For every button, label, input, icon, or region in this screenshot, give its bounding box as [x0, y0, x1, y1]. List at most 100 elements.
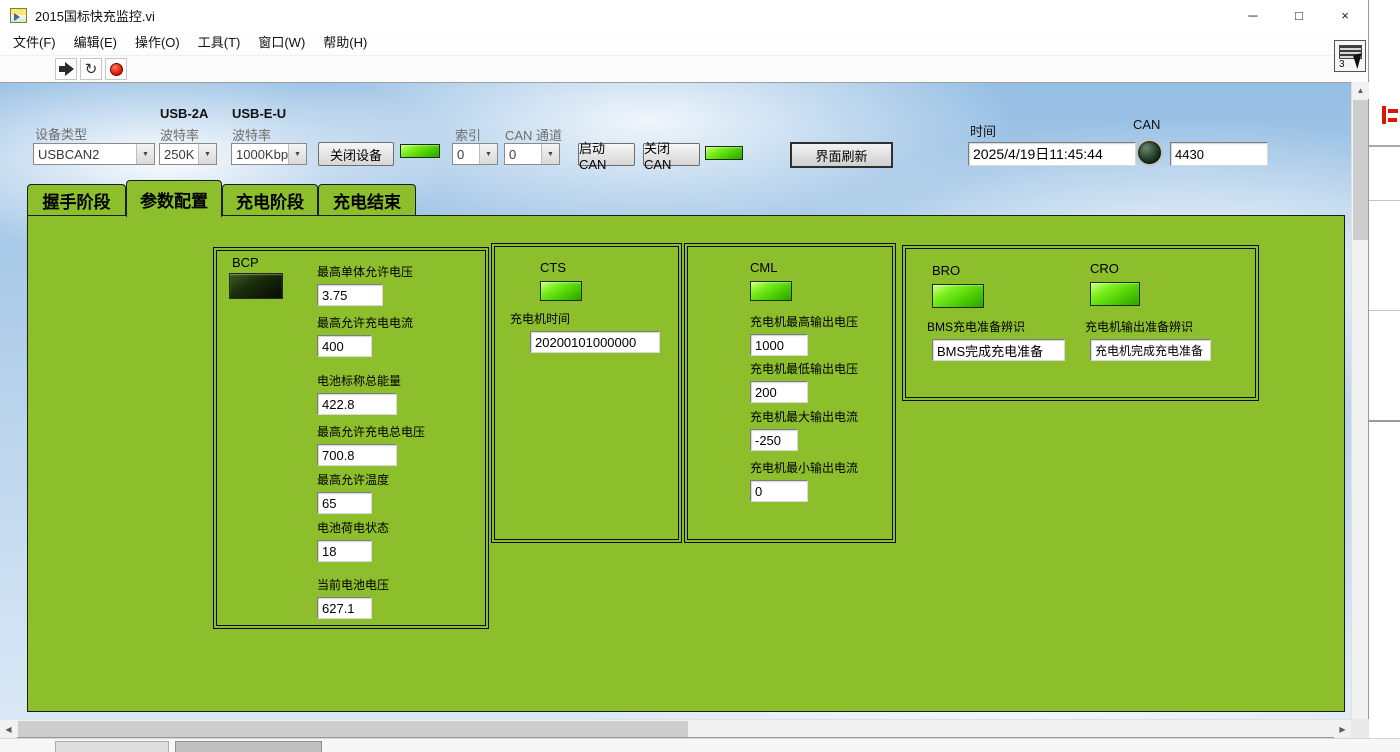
value-field[interactable]: 18: [317, 540, 372, 562]
chevron-down-icon[interactable]: ▼: [198, 144, 216, 164]
cts-group: CTS 充电机时间 20200101000000: [491, 243, 682, 543]
can-channel-label: CAN 通道: [505, 128, 563, 143]
tab-handshake[interactable]: 握手阶段: [27, 184, 126, 216]
run-button[interactable]: [55, 58, 77, 80]
vertical-scroll-thumb[interactable]: [1353, 100, 1368, 240]
device-type-select[interactable]: USBCAN2 ▼: [33, 143, 155, 165]
tab-param-config[interactable]: 参数配置: [126, 180, 222, 217]
device-type-value: USBCAN2: [38, 146, 100, 162]
field-charger-max-output-voltage: 充电机最高输出电压 1000: [750, 313, 858, 356]
window-controls: ─ □ ×: [1230, 0, 1368, 30]
value-field[interactable]: 3.75: [317, 284, 383, 306]
value-field[interactable]: 65: [317, 492, 372, 514]
bg-line: [1369, 310, 1400, 311]
value-field[interactable]: 充电机完成充电准备: [1090, 339, 1211, 361]
field-charger-ready-flag: 充电机输出准备辨识 充电机完成充电准备: [1085, 318, 1211, 361]
menu-help[interactable]: 帮助(H): [323, 35, 368, 50]
tab-content-param-config: BCP 最高单体允许电压 3.75 最高允许充电电流 400 电池标称总能量 4…: [27, 215, 1345, 712]
value-field[interactable]: 20200101000000: [530, 331, 660, 353]
field-charger-min-output-current: 充电机最小输出电流 0: [750, 459, 858, 502]
index-label: 索引: [455, 128, 482, 143]
maximize-button[interactable]: □: [1295, 7, 1303, 23]
usb2a-baud-select[interactable]: 250K ▼: [159, 143, 217, 165]
menu-edit[interactable]: 编辑(E): [73, 35, 117, 50]
field-max-allowed-temperature: 最高允许温度 65: [317, 471, 389, 514]
value-field[interactable]: 422.8: [317, 393, 397, 415]
bg-box: [175, 741, 322, 752]
front-panel: 设备类型 USBCAN2 ▼ USB-2A 波特率 250K ▼ USB-E-U…: [0, 82, 1351, 719]
menu-file[interactable]: 文件(F): [13, 35, 56, 50]
abort-button[interactable]: [105, 58, 127, 80]
value-field[interactable]: 200: [750, 381, 808, 403]
vertical-scrollbar[interactable]: ▲ ▼: [1351, 82, 1369, 737]
window-titlebar: 2015国标快充监控.vi ─ □ ×: [0, 0, 1368, 30]
chevron-down-icon[interactable]: ▼: [288, 144, 306, 164]
value-field[interactable]: 0: [750, 480, 808, 502]
can-label: CAN: [1133, 117, 1161, 132]
value-field[interactable]: 400: [317, 335, 372, 357]
cml-group: CML 充电机最高输出电压 1000 充电机最低输出电压 200 充电机最大输出…: [684, 243, 896, 543]
menu-bar: 文件(F) 编辑(E) 操作(O) 工具(T) 窗口(W) 帮助(H): [0, 30, 1368, 56]
menu-tools[interactable]: 工具(T): [197, 35, 241, 50]
cml-led: [750, 281, 792, 301]
bcp-led: [229, 273, 283, 299]
bcp-title: BCP: [232, 255, 259, 270]
clipped-red-text: [1388, 109, 1398, 113]
chevron-down-icon[interactable]: ▼: [541, 144, 559, 164]
time-field[interactable]: 2025/4/19日11:45:44: [968, 142, 1136, 166]
usbeu-baud-value: 1000Kbp: [236, 146, 288, 162]
cro-led: [1090, 282, 1140, 306]
can-count-field[interactable]: 4430: [1170, 142, 1268, 166]
horizontal-scroll-thumb[interactable]: [18, 721, 688, 737]
chevron-down-icon[interactable]: ▼: [479, 144, 497, 164]
menu-operate[interactable]: 操作(O): [134, 35, 180, 50]
menu-window[interactable]: 窗口(W): [258, 35, 306, 50]
field-battery-soc: 电池荷电状态 18: [317, 519, 389, 562]
field-max-cell-allowed-voltage: 最高单体允许电压 3.75: [317, 263, 413, 306]
scroll-right-icon[interactable]: ▶: [1334, 720, 1351, 738]
close-device-button[interactable]: 关闭设备: [318, 142, 394, 166]
abort-icon: [109, 62, 123, 76]
can-channel-select[interactable]: 0 ▼: [504, 143, 560, 165]
cts-title: CTS: [540, 260, 566, 275]
cro-title: CRO: [1090, 261, 1119, 276]
chevron-down-icon[interactable]: ▼: [136, 144, 154, 164]
bro-cro-group: BRO BMS充电准备辨识 BMS完成充电准备 CRO 充电机输出准备辨识 充电…: [902, 245, 1259, 401]
field-charger-max-output-current: 充电机最大输出电流 -250: [750, 408, 858, 451]
can-channel-value: 0: [509, 146, 517, 162]
value-field[interactable]: 700.8: [317, 444, 397, 466]
usbeu-baud-select[interactable]: 1000Kbp ▼: [231, 143, 307, 165]
time-label: 时间: [970, 124, 997, 139]
device-type-label: 设备类型: [35, 127, 88, 142]
usbeu-baud-label: 波特率: [232, 128, 272, 143]
value-field[interactable]: BMS完成充电准备: [932, 339, 1065, 361]
bg-box: [55, 741, 169, 752]
minimize-button[interactable]: ─: [1248, 7, 1258, 23]
labview-window: 2015国标快充监控.vi ─ □ × 文件(F) 编辑(E) 操作(O) 工具…: [0, 0, 1369, 738]
refresh-ui-button[interactable]: 界面刷新: [790, 142, 893, 168]
run-continuous-button[interactable]: ↻: [80, 58, 102, 80]
usbeu-title: USB-E-U: [232, 106, 287, 121]
tab-charge-end[interactable]: 充电结束: [318, 184, 416, 216]
tab-charging[interactable]: 充电阶段: [222, 184, 318, 216]
scroll-up-icon[interactable]: ▲: [1352, 82, 1369, 99]
vi-connector-icon[interactable]: 3: [1334, 40, 1366, 72]
time-sync-led: [1136, 139, 1163, 166]
run-icon: [58, 62, 74, 76]
close-button[interactable]: ×: [1341, 7, 1349, 23]
usb2a-baud-value: 250K: [164, 146, 195, 162]
field-charger-min-output-voltage: 充电机最低输出电压 200: [750, 360, 858, 403]
window-title: 2015国标快充监控.vi: [35, 8, 155, 24]
value-field[interactable]: 627.1: [317, 597, 372, 619]
index-select[interactable]: 0 ▼: [452, 143, 498, 165]
clipped-red-text: [1388, 118, 1397, 122]
start-can-button[interactable]: 启动 CAN: [578, 141, 635, 172]
vi-icon-thumbnail: [1339, 45, 1362, 59]
value-field[interactable]: -250: [750, 429, 798, 451]
field-current-battery-voltage: 当前电池电压 627.1: [317, 576, 389, 619]
cml-title: CML: [750, 260, 778, 275]
horizontal-scrollbar[interactable]: ◀ ▶: [0, 719, 1351, 738]
value-field[interactable]: 1000: [750, 334, 808, 356]
close-can-button[interactable]: 关闭 CAN: [643, 141, 700, 172]
scroll-left-icon[interactable]: ◀: [0, 720, 17, 738]
